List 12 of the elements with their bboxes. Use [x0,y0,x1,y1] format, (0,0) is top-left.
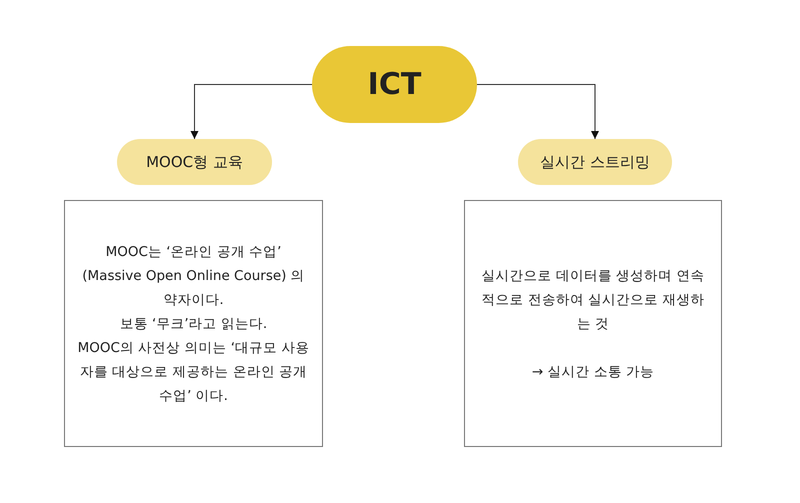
description-text: 실시간으로 데이터를 생성하며 연속적으로 전송하여 실시간으로 재생하는 것 [480,266,706,334]
description-text: MOOC는 ‘온라인 공개 수업’ (Massive Open Online Course) 의 약자이다. [81,242,306,310]
category-pill: 실시간 스트리밍 [518,139,672,185]
category-pill: MOOC형 교육 [117,139,272,185]
description-box [464,200,722,447]
description-text: 보통 ‘무크’라고 읽는다. [120,314,268,334]
description-text: MOOC의 사전상 의미는 ‘대규모 사용자를 대상으로 제공하는 온라인 공개 수업’ 이다. [76,338,310,406]
topic-pill: ICT [312,46,477,123]
arrow [476,84,599,140]
description-text: → 실시간 소통 가능 [532,362,654,382]
arrow [190,84,312,140]
description-box [64,200,323,447]
